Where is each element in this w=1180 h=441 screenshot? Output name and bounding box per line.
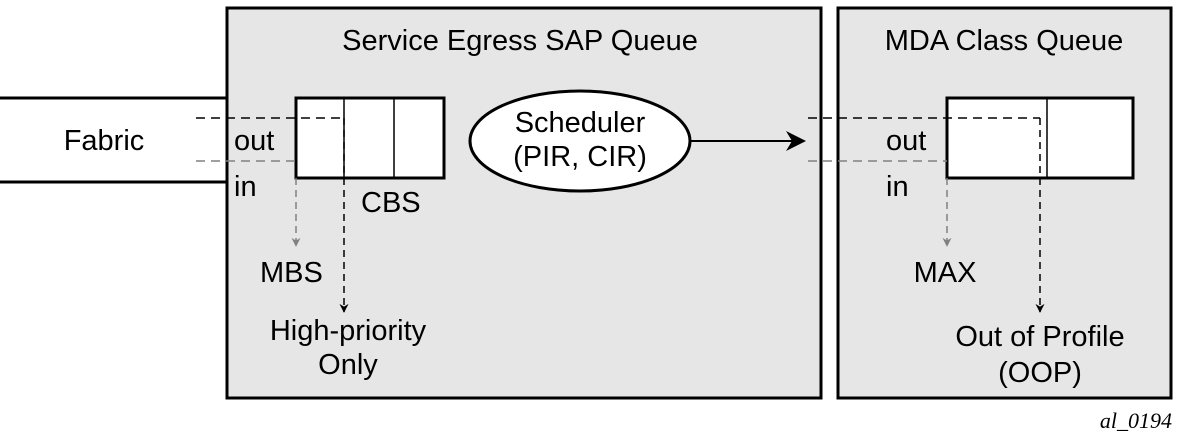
oop-label-line2: (OOP) xyxy=(998,357,1082,389)
mda-title: MDA Class Queue xyxy=(885,25,1124,57)
scheduler-params-label: (PIR, CIR) xyxy=(513,141,647,173)
figure-id: al_0194 xyxy=(1100,408,1172,433)
max-label: MAX xyxy=(914,257,977,289)
mda-queue-panel xyxy=(836,6,1173,400)
sap-queue-panel xyxy=(225,6,823,400)
oop-label: Out of Profile xyxy=(955,321,1124,353)
fabric-label: Fabric xyxy=(64,125,145,157)
scheduler-label: Scheduler xyxy=(515,107,646,139)
sap-out-label: out xyxy=(234,125,274,157)
fabric-box xyxy=(0,96,229,184)
mda-in-label: in xyxy=(886,171,909,203)
mda-out-label: out xyxy=(886,125,926,157)
sap-in-label: in xyxy=(234,171,257,203)
high-priority-label-line2: Only xyxy=(318,349,378,381)
mda-queue-buffer xyxy=(945,96,1135,180)
sap-queue-buffer xyxy=(294,96,446,180)
cbs-label: CBS xyxy=(361,187,421,219)
mbs-label: MBS xyxy=(260,257,323,289)
sap-title: Service Egress SAP Queue xyxy=(342,25,698,57)
high-priority-label: High-priority xyxy=(270,315,427,347)
